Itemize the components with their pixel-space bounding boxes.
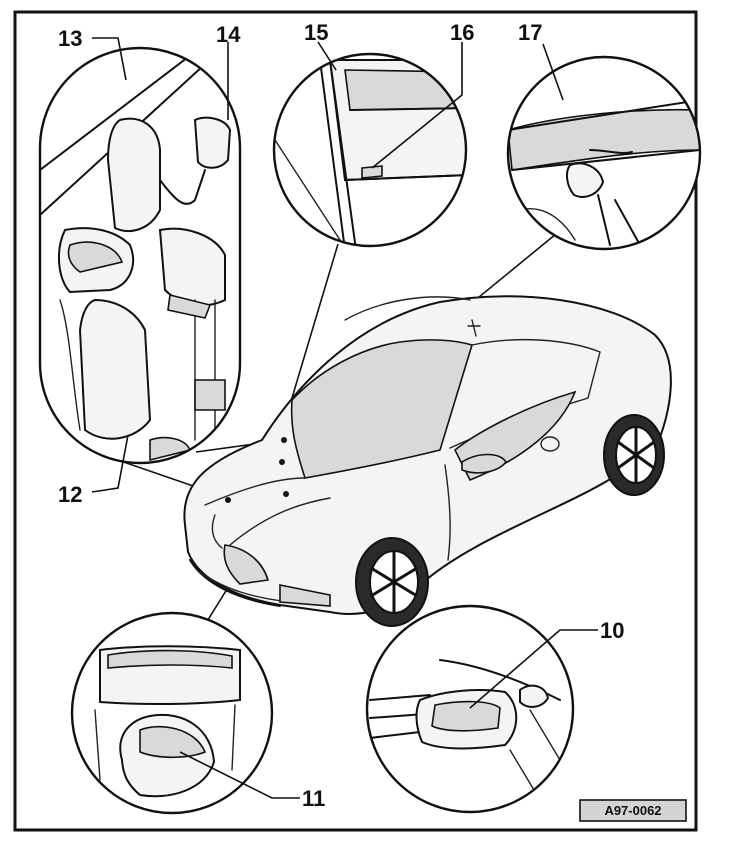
callout-13: 13 [58, 26, 82, 51]
callout-15: 15 [304, 20, 328, 45]
callout-leaders [91, 37, 598, 799]
detail-circle-11 [70, 611, 274, 815]
outer-frame [13, 10, 698, 832]
callout-16: 16 [450, 20, 474, 45]
callout-11: 11 [302, 786, 325, 811]
callout-14: 14 [216, 22, 241, 47]
detail-circle-17 [506, 55, 702, 251]
figure-reference: A97-0062 [579, 799, 687, 822]
callout-17: 17 [518, 20, 542, 45]
figure-reference-label: A97-0062 [604, 803, 661, 818]
detail-oval-12-13-14 [38, 46, 242, 465]
callout-10: 10 [600, 618, 624, 643]
callout-12: 12 [58, 482, 82, 507]
detail-circle-15-16 [272, 52, 468, 248]
detail-circle-10 [365, 604, 575, 814]
car-illustration [183, 295, 672, 627]
